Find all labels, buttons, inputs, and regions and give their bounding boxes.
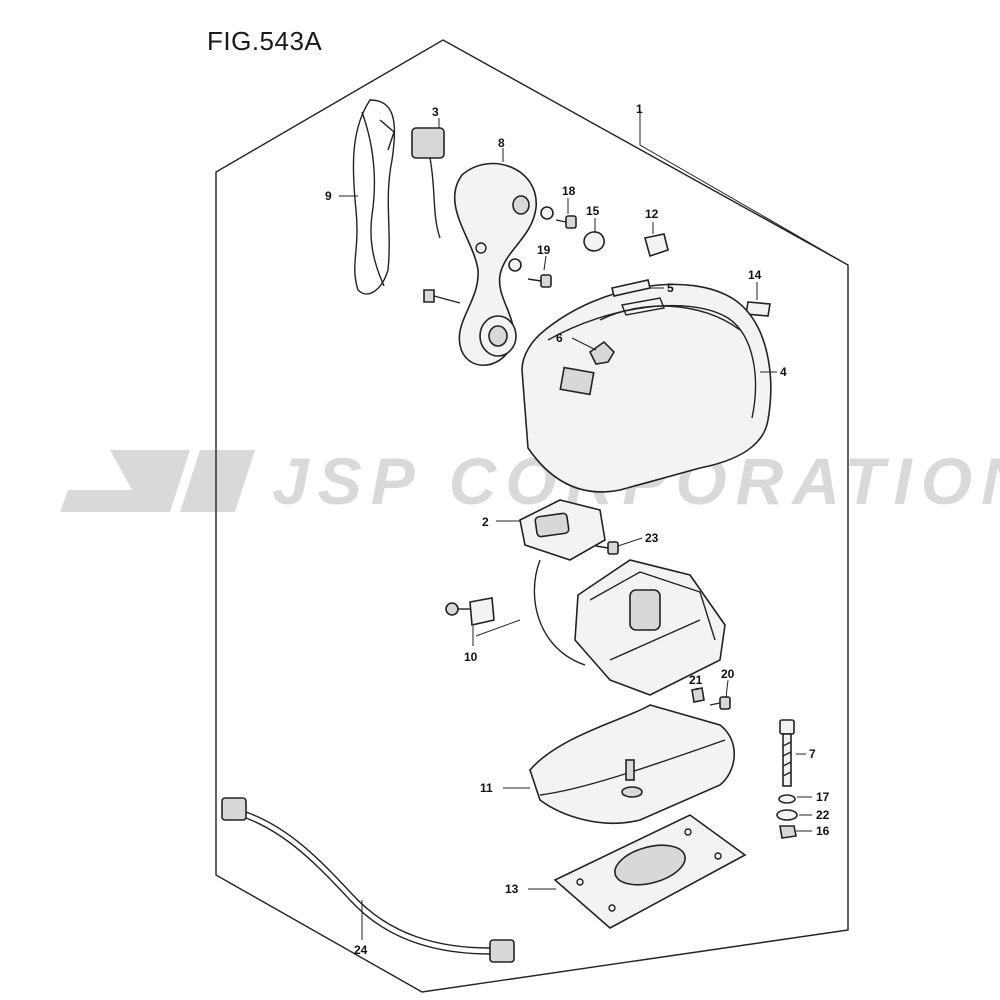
part-21-nut[interactable]	[691, 687, 705, 703]
part-3-connector[interactable]	[411, 127, 445, 239]
figure-title: FIG.543A	[207, 26, 323, 56]
callout-23: 23	[645, 531, 659, 545]
callout-18: 18	[562, 184, 576, 198]
callout-19: 19	[537, 243, 551, 257]
callout-2: 2	[482, 515, 489, 529]
part-20-screw[interactable]	[709, 696, 731, 710]
callout-4: 4	[780, 365, 787, 379]
part-15-cap[interactable]	[583, 231, 605, 252]
part-10-bracket[interactable]	[445, 597, 495, 626]
part-19-screw[interactable]	[527, 274, 552, 288]
callout-24: 24	[354, 943, 368, 957]
part-23-screw[interactable]	[595, 541, 619, 555]
part-7-bolt[interactable]	[779, 719, 795, 787]
lever-hardware	[423, 206, 554, 304]
part-12-clip[interactable]	[644, 233, 669, 258]
part-9-harness[interactable]	[352, 99, 396, 295]
mechanism-body	[533, 559, 726, 696]
callout-13: 13	[505, 882, 519, 896]
callout-22: 22	[816, 808, 830, 822]
part-13-gasket[interactable]	[553, 814, 747, 929]
callout-16: 16	[816, 824, 830, 838]
callout-20: 20	[721, 667, 735, 681]
part-17-washer[interactable]	[778, 794, 796, 804]
part-16-nut[interactable]	[779, 825, 797, 839]
callout-1: 1	[636, 102, 643, 116]
leader-lines	[339, 110, 849, 940]
part-18-screw[interactable]	[555, 215, 577, 229]
callout-15: 15	[586, 204, 600, 218]
part-4-cover[interactable]	[521, 283, 772, 493]
callout-11: 11	[480, 781, 493, 795]
callout-8: 8	[498, 136, 505, 150]
callout-labels: 1 2 3 4 5 6 7 8 9 10 11 12 13 14 15 16 1…	[325, 102, 830, 957]
callout-7: 7	[809, 747, 816, 761]
callout-5: 5	[667, 281, 674, 295]
part-8-lever[interactable]	[453, 162, 537, 367]
part-2-switch[interactable]	[519, 499, 606, 561]
callout-10: 10	[464, 650, 478, 664]
callout-9: 9	[325, 189, 332, 203]
part-22-washer[interactable]	[776, 809, 798, 821]
callout-14: 14	[748, 268, 762, 282]
part-6-emblem[interactable]	[588, 340, 616, 365]
callout-6: 6	[556, 331, 563, 345]
callout-3: 3	[432, 105, 439, 119]
callout-17: 17	[816, 790, 830, 804]
callout-12: 12	[645, 207, 659, 221]
part-11-base[interactable]	[529, 704, 735, 824]
part-24-harness[interactable]	[221, 797, 515, 963]
callout-21: 21	[689, 673, 703, 687]
